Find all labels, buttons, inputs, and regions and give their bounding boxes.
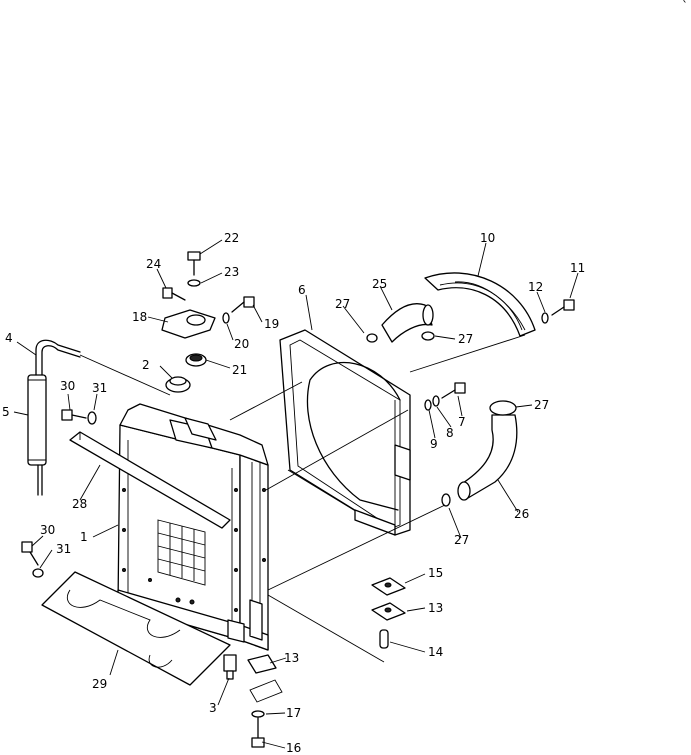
hose-clamp-27d (441, 493, 451, 507)
mount-15 (371, 577, 406, 596)
washer-23 (187, 279, 201, 287)
drain-valve (223, 654, 237, 680)
hose-25 (381, 303, 434, 343)
fan-guard (424, 272, 536, 337)
callout-25: 25 (372, 277, 387, 291)
callout-24: 24 (146, 257, 161, 271)
callout-31-lower: 31 (56, 542, 71, 556)
callout-26: 26 (514, 507, 529, 521)
callout-11: 11 (570, 261, 585, 275)
bracket-lower (249, 679, 283, 703)
callout-27-d: 27 (454, 533, 469, 547)
bolt-24 (162, 287, 186, 301)
washer-31-upper (87, 411, 97, 425)
callout-7: 7 (458, 415, 466, 429)
hose-26 (457, 400, 518, 501)
callout-6: 6 (298, 283, 306, 297)
callout-30-upper: 30 (60, 379, 75, 393)
callout-28: 28 (72, 497, 87, 511)
washer-17 (251, 710, 265, 718)
washer-9 (424, 399, 432, 411)
bolt-22 (187, 251, 201, 276)
hose-clamp-27a (366, 333, 378, 343)
filler-neck (185, 353, 207, 367)
bolt-16 (251, 717, 265, 748)
callout-3: 3 (209, 701, 217, 715)
callout-5: 5 (2, 405, 10, 419)
callout-27-a: 27 (335, 297, 350, 311)
callout-19: 19 (264, 317, 279, 331)
washer-12 (541, 312, 549, 324)
callout-23: 23 (224, 265, 239, 279)
callout-29: 29 (92, 677, 107, 691)
bolt-11 (551, 299, 575, 316)
callout-12: 12 (528, 280, 543, 294)
callout-14: 14 (428, 645, 443, 659)
callout-8: 8 (446, 426, 454, 440)
callout-20: 20 (234, 337, 249, 351)
bolt-30-upper (61, 409, 87, 421)
callout-9: 9 (430, 437, 438, 451)
callout-27-c: 27 (534, 398, 549, 412)
callout-15: 15 (428, 566, 443, 580)
water-flange (161, 309, 216, 339)
callout-13-lower: 13 (284, 651, 299, 665)
reservoir-tank (27, 339, 81, 496)
callout-labels: 1 2 3 4 5 6 7 8 9 10 11 12 13 13 14 15 1… (2, 231, 585, 755)
callout-13-upper: 13 (428, 601, 443, 615)
bottom-plate (41, 571, 231, 686)
radiator-cap (165, 376, 191, 393)
callout-16: 16 (286, 741, 301, 755)
bolt-19 (231, 296, 255, 313)
callout-18: 18 (132, 310, 147, 324)
callout-30-lower: 30 (40, 523, 55, 537)
assembly-lines (79, 334, 526, 663)
guide-plate (69, 431, 231, 529)
callout-4: 4 (5, 331, 13, 345)
washer-20 (222, 312, 230, 324)
pin-14 (379, 629, 389, 649)
callout-31-upper: 31 (92, 381, 107, 395)
callout-22: 22 (224, 231, 239, 245)
corner-mark: ` (682, 0, 688, 13)
callout-10: 10 (480, 231, 495, 245)
callout-1: 1 (80, 530, 88, 544)
mount-13-upper (371, 602, 406, 621)
callout-27-b: 27 (458, 332, 473, 346)
hose-clamp-27b (421, 331, 435, 341)
callout-17: 17 (286, 706, 301, 720)
fan-shroud (279, 329, 411, 536)
bolt-30-lower (21, 541, 39, 566)
washer-31-lower (32, 568, 44, 578)
bolt-7 (441, 382, 466, 399)
mount-13-lower (247, 654, 277, 674)
leader-lines (13, 239, 579, 749)
washer-8 (432, 395, 440, 407)
callout-21: 21 (232, 363, 247, 377)
callout-2: 2 (142, 358, 150, 372)
